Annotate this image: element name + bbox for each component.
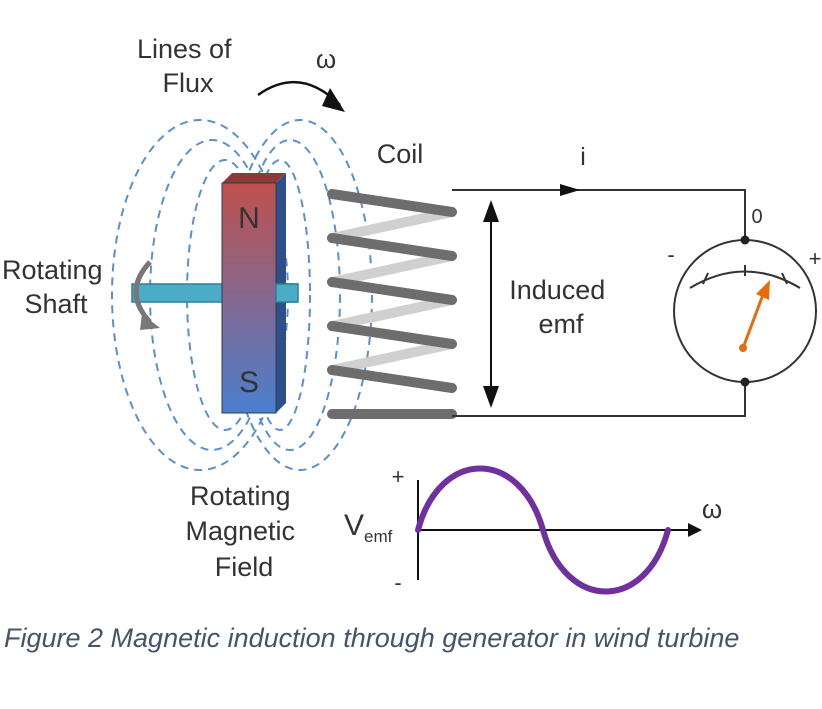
meter-needle-pivot (739, 344, 747, 352)
coil-front-turns (327, 189, 457, 419)
bar-magnet: N S (221, 173, 286, 414)
rotation-arrowhead-icon (322, 88, 345, 112)
graph-minus-label: - (394, 570, 401, 595)
magnet-top-face (222, 173, 286, 183)
omega-axis-label: ω (702, 494, 722, 524)
induced-emf-label: Induced emf (509, 275, 613, 339)
graph-plus-label: + (392, 464, 405, 489)
flux-line-right-outer (227, 119, 373, 471)
meter-plus-label: + (809, 246, 822, 271)
coil-label: Coil (377, 139, 424, 169)
figure-caption: Figure 2 Magnetic induction through gene… (4, 623, 740, 653)
rotating-field-label: Rotating Magnetic Field (185, 481, 302, 582)
lines-of-flux-label: Lines of Flux (137, 34, 239, 98)
meter-needle-tip-icon (756, 280, 770, 300)
shaft-rotation-arrowhead-icon (140, 314, 160, 330)
galvanometer (673, 235, 817, 387)
sine-wave (415, 465, 671, 595)
current-arrow-icon (560, 184, 580, 196)
magnet-south-label: S (239, 366, 259, 399)
bottom-wire (452, 383, 746, 417)
meter-minus-label: - (667, 242, 674, 267)
meter-body (673, 239, 817, 383)
magnet-front-face (221, 182, 277, 414)
magnet-north-label: N (238, 202, 260, 235)
v-emf-label: Vemf (344, 509, 393, 546)
meter-tick-right (781, 272, 788, 285)
shaft-stub-front (275, 283, 299, 303)
meter-top-terminal (740, 235, 750, 245)
omega-top-label: ω (316, 44, 336, 74)
coil (327, 189, 457, 419)
rotating-shaft-label: Rotating Shaft (2, 255, 110, 319)
meter-zero-label: 0 (751, 206, 762, 228)
current-label: i (580, 143, 586, 171)
shaft-rotation-arrow-icon (133, 260, 152, 324)
graph-x-arrowhead-icon (688, 523, 702, 537)
meter-needle (741, 291, 766, 349)
circuit-wires (452, 189, 746, 417)
top-wire (452, 189, 746, 240)
coil-back-turns (327, 207, 457, 375)
meter-bottom-terminal (740, 377, 750, 387)
meter-tick-left (702, 272, 709, 285)
emf-double-arrow (483, 200, 499, 408)
emf-graph (415, 465, 702, 595)
